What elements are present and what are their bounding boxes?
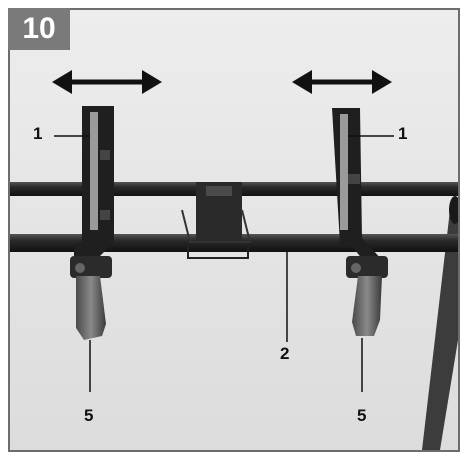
callout-left-clamp: 5 xyxy=(84,406,94,425)
left-clamp-pivot xyxy=(75,263,85,273)
center-bracket-plate xyxy=(206,186,232,196)
left-arrow-icon xyxy=(52,70,162,94)
product-photo xyxy=(8,8,460,452)
callout-crossbar: 2 xyxy=(280,344,290,363)
left-clamp-handle xyxy=(76,276,106,340)
stand-hub xyxy=(449,196,458,224)
callout-left-slider: 1 xyxy=(33,124,43,143)
stand-leg xyxy=(422,210,458,450)
left-slider-slot xyxy=(90,112,98,230)
center-handle-lower xyxy=(187,244,249,259)
workstand-illustration xyxy=(10,10,458,450)
right-clamp-handle xyxy=(352,276,382,336)
callout-right-slider: 1 xyxy=(398,124,408,143)
right-slider-slot xyxy=(340,114,348,230)
left-slider-bolt xyxy=(100,150,110,160)
left-slider-bolt-lower xyxy=(100,210,110,220)
figure-number-badge: 10 xyxy=(8,8,70,50)
right-arrow-icon xyxy=(292,70,392,94)
center-handle xyxy=(181,209,252,243)
callout-right-clamp: 5 xyxy=(357,406,367,425)
right-clamp-pivot xyxy=(351,263,361,273)
right-slider-bolt xyxy=(348,174,360,184)
